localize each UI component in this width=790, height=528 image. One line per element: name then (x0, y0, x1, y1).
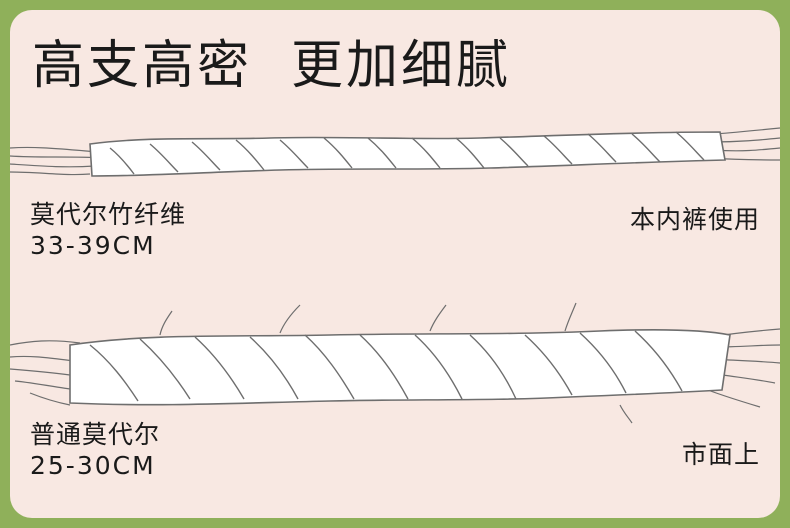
coarse-fiber-spec: 25-30CM (30, 450, 156, 480)
headline: 高支高密 更加细腻 (32, 36, 512, 96)
fine-fiber-name: 莫代尔竹纤维 (30, 200, 187, 229)
coarse-fiber-usage: 市面上 (681, 440, 760, 469)
coarse-fiber-rope-illustration (10, 302, 780, 424)
fine-fiber-label: 莫代尔竹纤维 33-39CM (30, 200, 186, 261)
fine-fiber-rope-illustration (10, 127, 780, 177)
info-card: 高支高密 更加细腻 (10, 10, 780, 518)
fine-fiber-spec: 33-39CM (30, 230, 156, 260)
fine-fiber-usage: 本内裤使用 (629, 205, 760, 234)
coarse-fiber-label: 普通莫代尔 25-30CM (30, 420, 160, 481)
coarse-fiber-name: 普通莫代尔 (30, 420, 161, 449)
